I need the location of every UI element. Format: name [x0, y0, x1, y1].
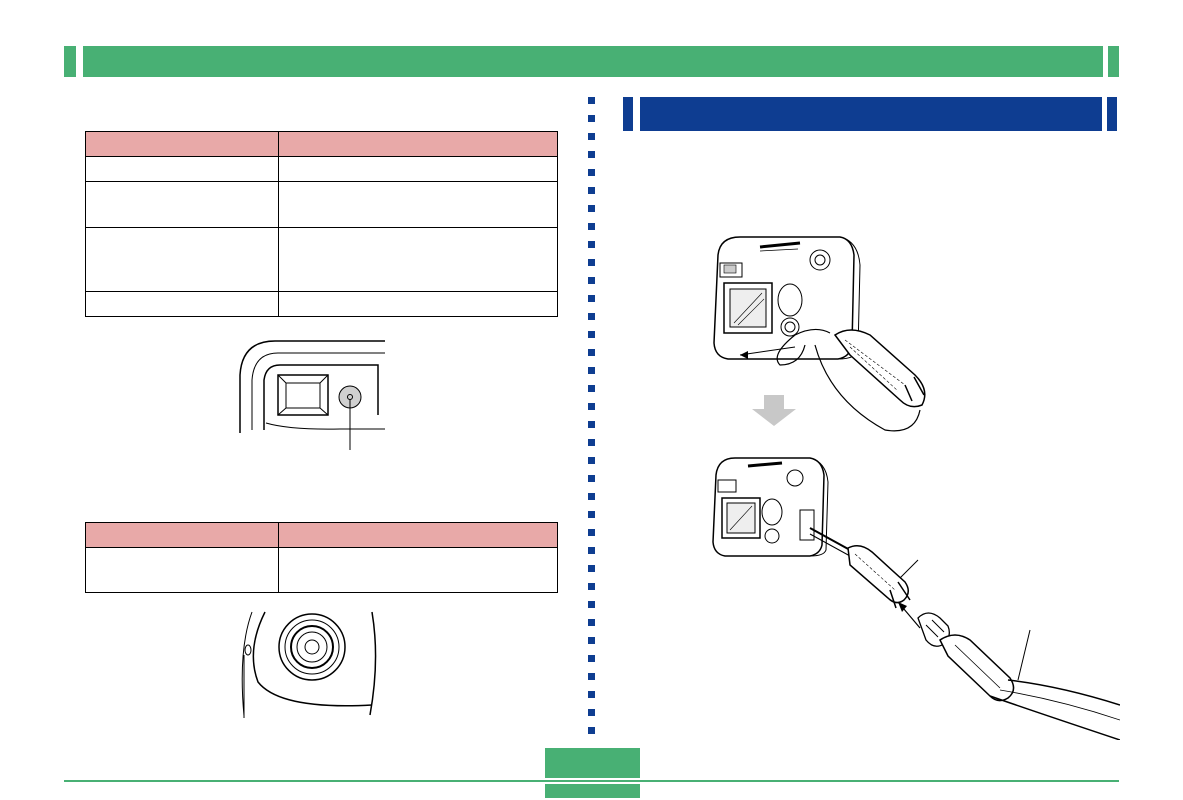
divider-dot — [588, 493, 595, 500]
divider-dot — [588, 421, 595, 428]
divider-dot — [588, 385, 595, 392]
divider-dot — [588, 313, 595, 320]
page-number-box — [545, 748, 640, 778]
section-header-left-tab — [623, 97, 633, 131]
column-divider — [585, 97, 597, 737]
table-cell — [85, 156, 279, 182]
table-cell — [278, 181, 558, 228]
section-header-right-tab — [1107, 97, 1117, 131]
table-cell — [85, 227, 279, 292]
divider-dot — [588, 601, 595, 608]
table-header-cell — [85, 522, 279, 548]
header-bar-left-tab — [64, 46, 76, 77]
table-row — [85, 227, 558, 292]
table-cell — [85, 291, 279, 317]
indicator-table-1 — [85, 131, 558, 317]
divider-dot — [588, 457, 595, 464]
viewfinder-led-illustration — [239, 340, 385, 450]
divider-dot — [588, 169, 595, 176]
indicator-table-2 — [85, 522, 558, 593]
divider-dot — [588, 115, 595, 122]
divider-dot — [588, 565, 595, 572]
self-timer-lamp-illustration — [241, 611, 377, 718]
section-header-bar — [640, 97, 1102, 131]
table-header-cell — [85, 131, 279, 157]
table-cell — [278, 156, 558, 182]
header-bar-right-tab — [1108, 46, 1119, 77]
divider-dot — [588, 475, 595, 482]
divider-dot — [588, 709, 595, 716]
divider-dot — [588, 241, 595, 248]
divider-dot — [588, 637, 595, 644]
strap-connected-illustration — [712, 457, 1120, 740]
divider-dot — [588, 619, 595, 626]
divider-dot — [588, 349, 595, 356]
strap-attach-illustration — [713, 236, 926, 432]
divider-dot — [588, 529, 595, 536]
table-header-cell — [278, 131, 558, 157]
divider-dot — [588, 205, 595, 212]
table-header-row — [85, 131, 558, 157]
divider-dot — [588, 673, 595, 680]
divider-dot — [588, 511, 595, 518]
divider-dot — [588, 187, 595, 194]
table-cell — [85, 181, 279, 228]
divider-dot — [588, 547, 595, 554]
divider-dot — [588, 277, 595, 284]
footer-rule — [64, 780, 1119, 782]
table-cell — [278, 291, 558, 317]
table-header-row — [85, 522, 558, 548]
divider-dot — [588, 583, 595, 590]
table-cell — [85, 547, 279, 593]
footer-tab — [545, 784, 640, 798]
divider-dot — [588, 439, 595, 446]
table-cell — [278, 547, 558, 593]
table-row — [85, 156, 558, 182]
divider-dot — [588, 133, 595, 140]
table-row — [85, 291, 558, 317]
divider-dot — [588, 97, 595, 104]
divider-dot — [588, 259, 595, 266]
divider-dot — [588, 223, 595, 230]
divider-dot — [588, 691, 595, 698]
divider-dot — [588, 295, 595, 302]
header-bar — [83, 46, 1103, 77]
divider-dot — [588, 367, 595, 374]
table-header-cell — [278, 522, 558, 548]
down-arrow-icon — [752, 395, 796, 426]
divider-dot — [588, 151, 595, 158]
divider-dot — [588, 655, 595, 662]
divider-dot — [588, 331, 595, 338]
divider-dot — [588, 403, 595, 410]
table-cell — [278, 227, 558, 292]
table-row — [85, 181, 558, 228]
table-row — [85, 547, 558, 593]
divider-dot — [588, 727, 595, 734]
